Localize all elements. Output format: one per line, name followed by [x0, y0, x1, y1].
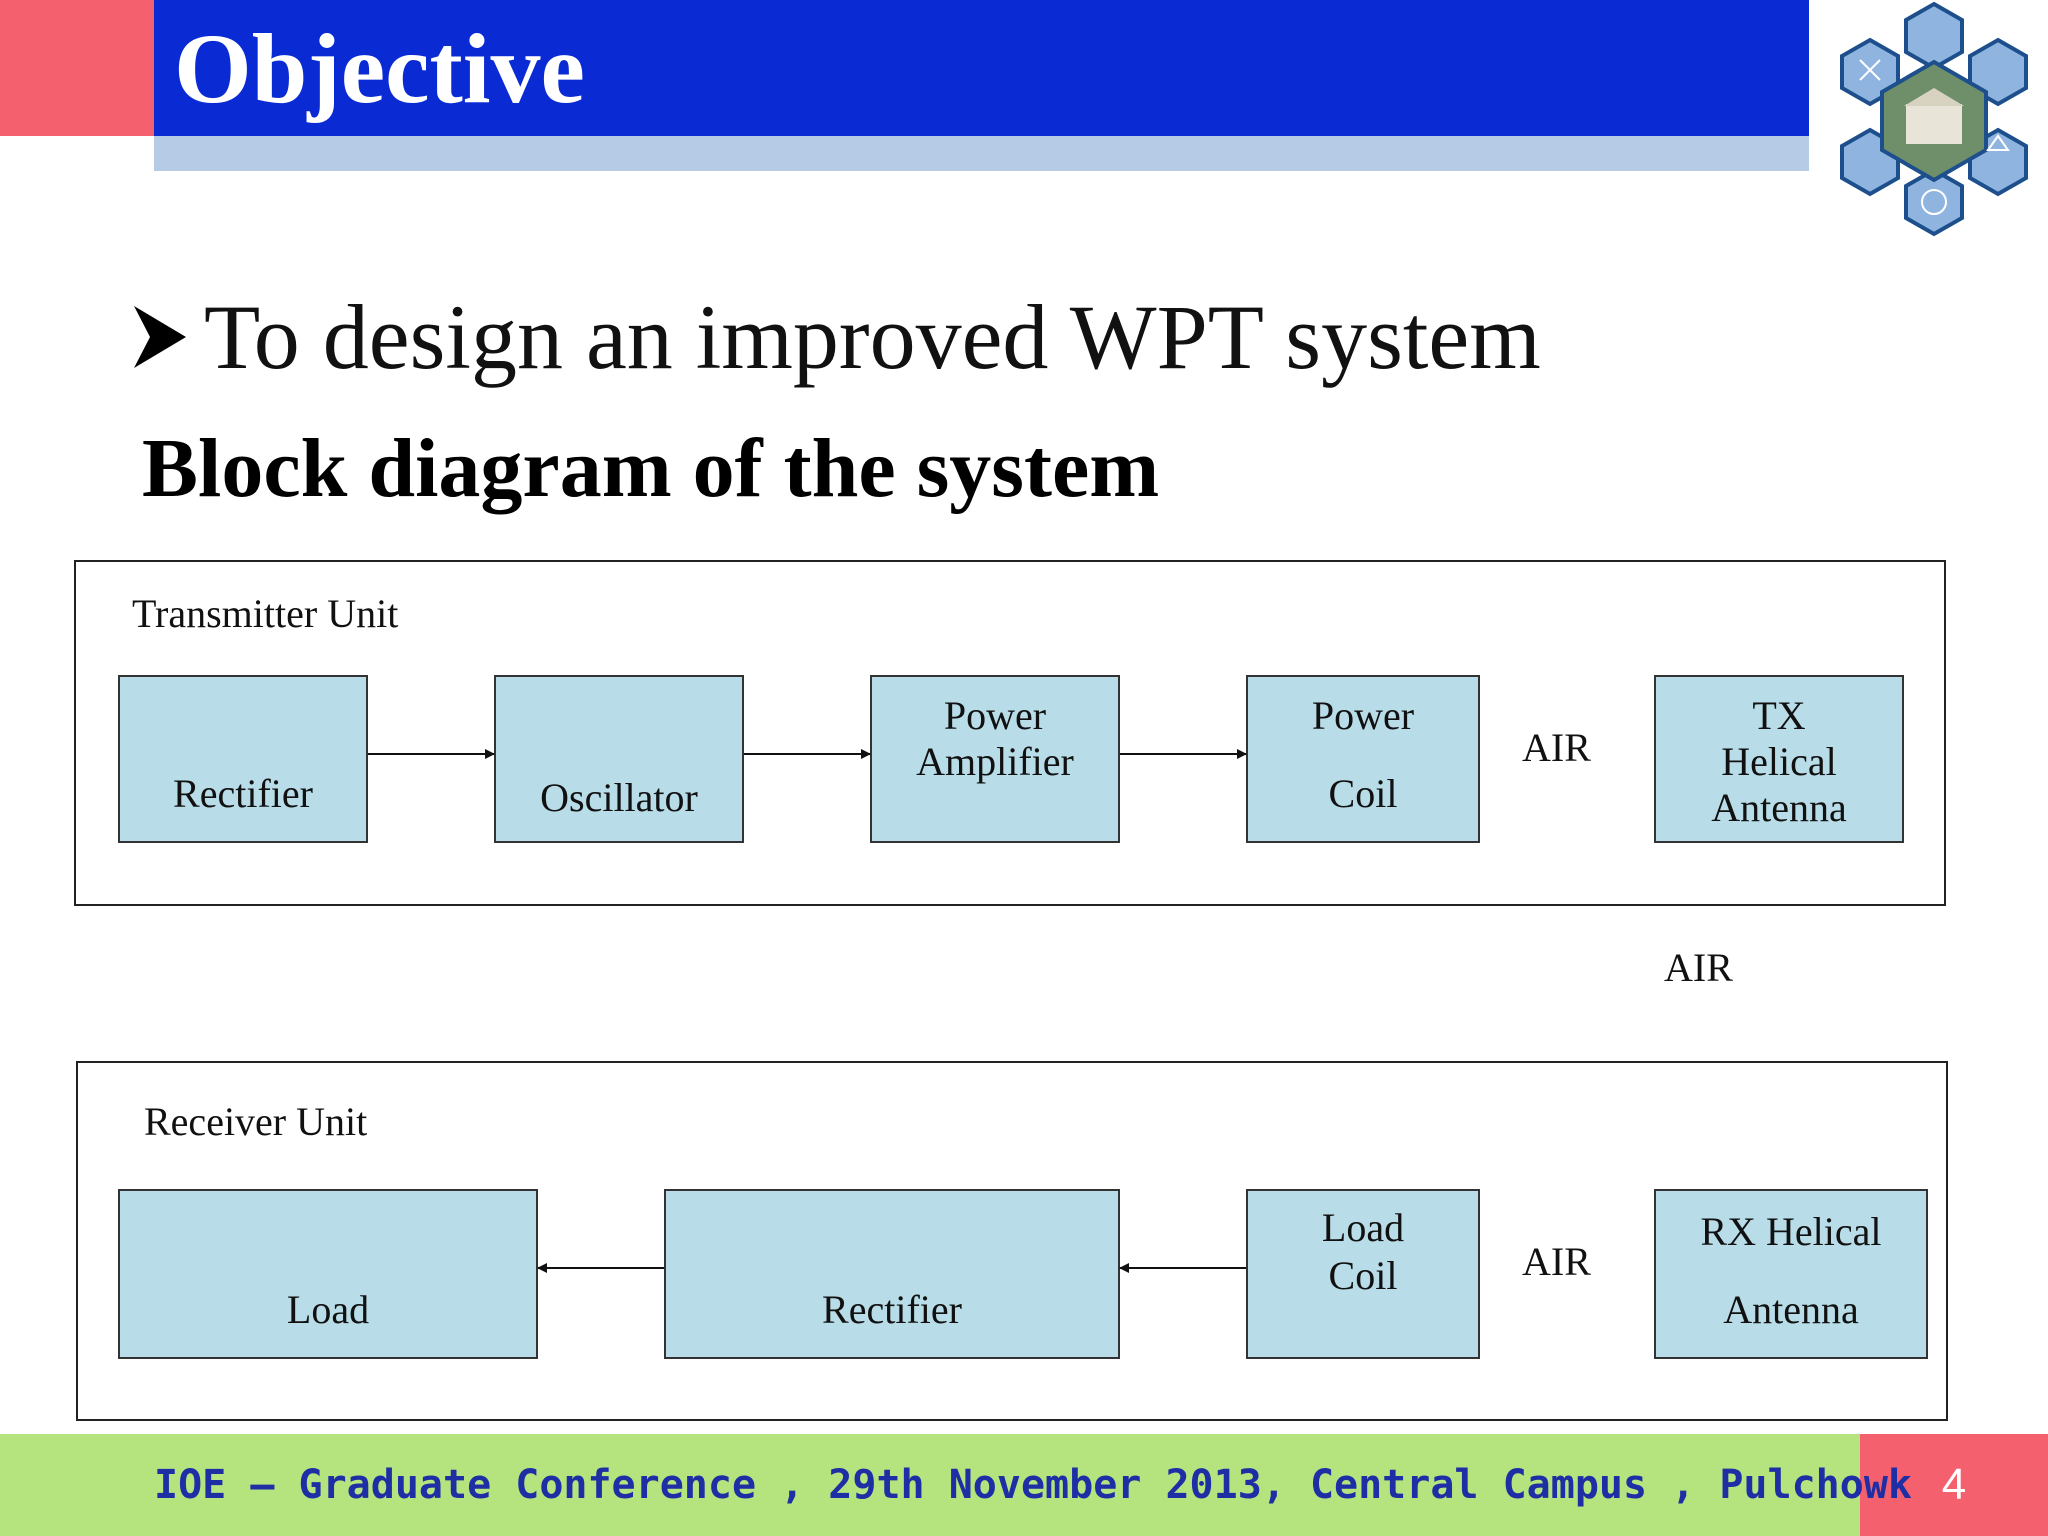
- tx-rectifier-block: Rectifier: [118, 675, 368, 843]
- block-label: Load: [1321, 1205, 1405, 1250]
- rx-helical-antenna-block: RX Helical Antenna: [1654, 1189, 1928, 1359]
- footer-text: IOE – Graduate Conference , 29th Novembe…: [154, 1462, 1912, 1508]
- block-label: Amplifier: [916, 739, 1074, 784]
- load-coil-block: Load Coil: [1246, 1189, 1480, 1359]
- footer-bar: [0, 1434, 1860, 1536]
- receiver-unit-label: Receiver Unit: [144, 1099, 368, 1144]
- block-label: Coil: [1328, 771, 1398, 816]
- arrow-bullet-icon: [134, 306, 186, 368]
- block-label: Load: [286, 1287, 370, 1332]
- power-coil-block: Power Coil: [1246, 675, 1480, 843]
- footer-page-box: [1860, 1434, 2048, 1536]
- block-label: TX: [1752, 693, 1806, 738]
- slide-title: Objective: [174, 13, 585, 124]
- block-label: Antenna: [1711, 785, 1847, 830]
- header-accent-pink: [0, 0, 154, 136]
- oscillator-block: Oscillator: [494, 675, 744, 843]
- block-label: Power: [1311, 693, 1415, 738]
- block-label: Helical: [1721, 739, 1837, 784]
- rx-air-label: AIR: [1522, 1239, 1591, 1284]
- tx-helical-antenna-block: TX Helical Antenna: [1654, 675, 1904, 843]
- block-label: Oscillator: [540, 775, 698, 820]
- block-label: Coil: [1328, 1253, 1398, 1298]
- block-label: Rectifier: [822, 1287, 962, 1332]
- header-bar: [154, 0, 1809, 136]
- block-label: RX Helical: [1700, 1209, 1882, 1254]
- power-amplifier-block: Power Amplifier: [870, 675, 1120, 843]
- block-label: Rectifier: [173, 771, 313, 816]
- block-label: Antenna: [1723, 1287, 1859, 1332]
- page-number: 4: [1941, 1460, 1967, 1509]
- load-block: Load: [118, 1189, 538, 1359]
- header-underline: [154, 136, 1809, 171]
- transmitter-unit-label: Transmitter Unit: [132, 591, 399, 636]
- block-label: Power: [943, 693, 1047, 738]
- bullet-item: To design an improved WPT system: [130, 282, 1541, 392]
- tx-air-label: AIR: [1522, 725, 1591, 770]
- bullet-text: To design an improved WPT system: [204, 286, 1541, 388]
- between-air-label: AIR: [1664, 945, 1733, 990]
- rx-rectifier-block: Rectifier: [664, 1189, 1120, 1359]
- diagram-heading: Block diagram of the system: [142, 422, 1160, 515]
- institute-logo-icon: [1840, 1, 2028, 237]
